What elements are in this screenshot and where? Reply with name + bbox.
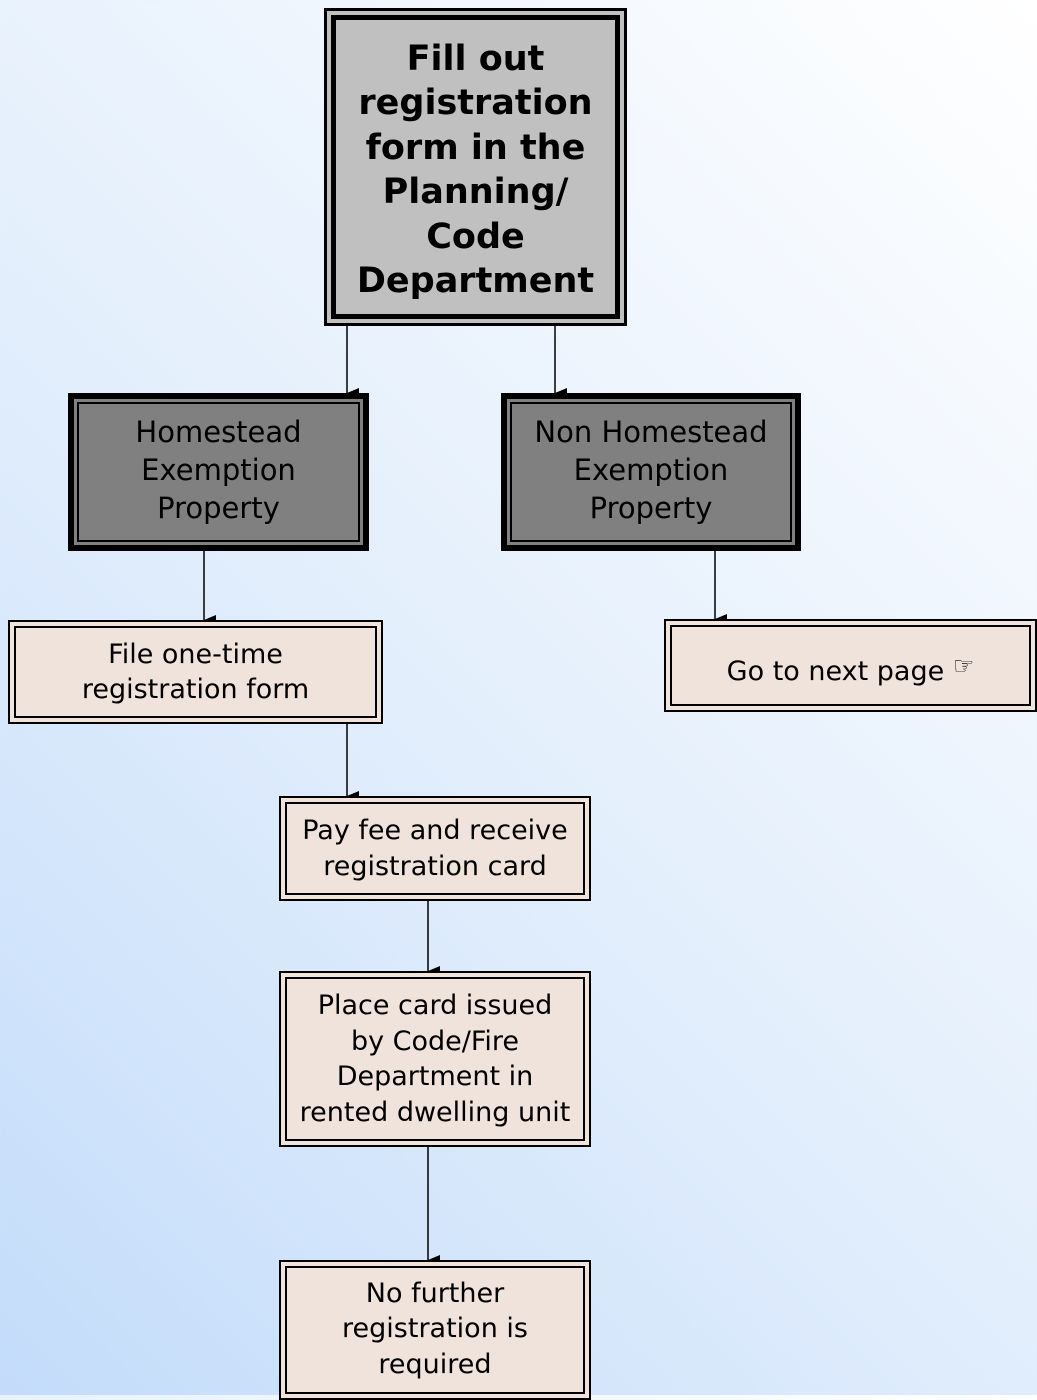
pointing-hand-icon: ☞ — [952, 652, 975, 681]
node-line: Place card issued — [317, 990, 553, 1021]
node-line: Pay fee and receive — [302, 815, 568, 846]
homestead-exemption-node: Homestead Exemption Property — [68, 393, 369, 551]
non-homestead-exemption-text: Non Homestead Exemption Property — [534, 413, 767, 527]
node-line: by Code/Fire — [350, 1025, 520, 1057]
node-line: registration card — [323, 850, 547, 882]
node-line: Fill out — [406, 38, 545, 79]
node-line: File one-time — [108, 638, 283, 670]
place-card-text: Place card issued by Code/Fire Departmen… — [300, 988, 571, 1130]
node-line: Exemption — [141, 453, 296, 487]
file-one-time-registration-text: File one-time registration form — [82, 637, 309, 708]
go-to-next-page-node[interactable]: Go to next page ☞ — [664, 619, 1037, 712]
node-line: rented dwelling unit — [299, 1096, 571, 1128]
node-line: registration — [358, 83, 593, 123]
node-line: required — [378, 1348, 492, 1380]
pay-fee-node: Pay fee and receive registration card — [279, 796, 591, 901]
no-further-registration-text: No further registration is required — [342, 1276, 528, 1383]
node-line: registration form — [81, 674, 310, 705]
node-line: Exemption — [573, 453, 729, 487]
node-line: Department — [356, 261, 595, 301]
homestead-exemption-text: Homestead Exemption Property — [135, 413, 301, 527]
no-further-registration-node: No further registration is required — [279, 1260, 591, 1400]
node-line: form in the — [365, 127, 586, 168]
node-line: Property — [157, 491, 280, 525]
node-line: Property — [589, 491, 713, 525]
pay-fee-text: Pay fee and receive registration card — [302, 813, 568, 884]
fill-out-registration-node: Fill out registration form in the Planni… — [324, 8, 627, 326]
go-to-next-page-label[interactable]: Go to next page — [726, 656, 945, 688]
non-homestead-exemption-node: Non Homestead Exemption Property — [501, 393, 801, 551]
place-card-node: Place card issued by Code/Fire Departmen… — [279, 971, 591, 1147]
file-one-time-registration-node: File one-time registration form — [8, 620, 383, 724]
node-line: registration is — [342, 1313, 528, 1345]
go-to-next-page-text[interactable]: Go to next page ☞ — [727, 649, 975, 690]
node-line: Non Homestead — [534, 415, 768, 449]
node-line: Planning/ — [382, 172, 569, 212]
node-line: Code — [426, 216, 525, 257]
node-line: Department in — [336, 1061, 534, 1092]
node-line: No further — [365, 1277, 505, 1309]
fill-out-registration-text: Fill out registration form in the Planni… — [357, 37, 594, 304]
node-line: Homestead — [135, 415, 302, 449]
